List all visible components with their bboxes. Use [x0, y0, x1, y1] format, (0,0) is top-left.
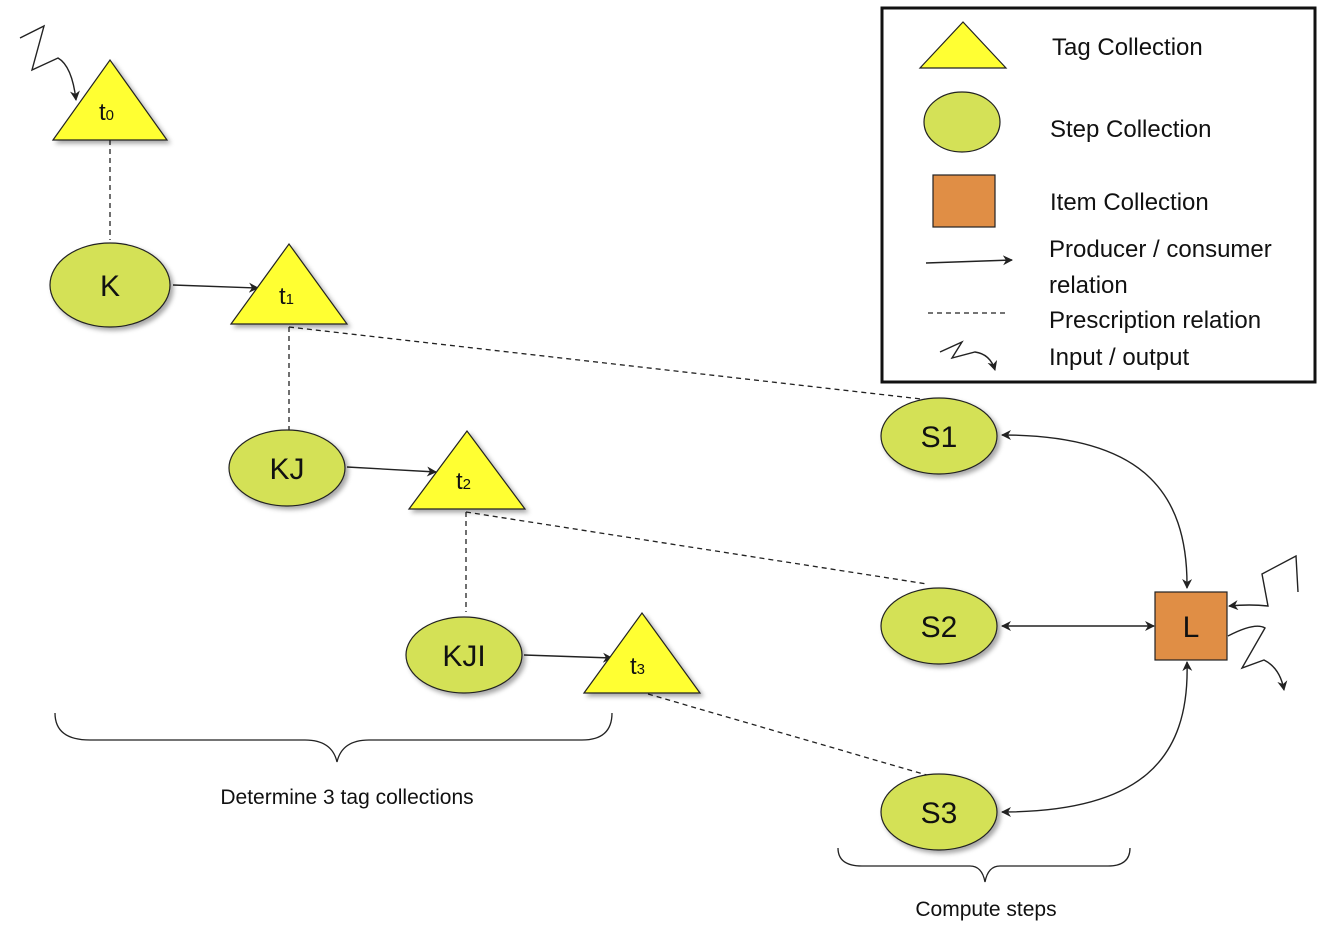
step-S2-ellipse	[880, 587, 998, 665]
tag-t2-triangle	[407, 429, 527, 510]
legend-tag-label: Tag Collection	[1052, 34, 1203, 61]
input-squiggle-t0	[19, 24, 80, 101]
brace-compute: Compute steps	[837, 847, 1131, 921]
step-K-ellipse	[49, 242, 171, 328]
tag-t3-triangle	[582, 611, 702, 694]
step-S3-ellipse	[880, 773, 998, 851]
brace-compute-shape	[837, 847, 1131, 883]
tag-t3: t3	[582, 611, 702, 694]
tag-t2: t2	[407, 429, 527, 510]
legend-item-label: Item Collection	[1050, 189, 1209, 216]
legend-step-ellipse	[923, 91, 1001, 153]
relation-S3-L	[1001, 661, 1193, 817]
step-KJI-label: KJI	[442, 640, 485, 673]
legend-producer-label-2: relation	[1049, 272, 1128, 299]
output-squiggle-L	[1227, 625, 1288, 691]
tag-t0-triangle	[51, 58, 169, 141]
legend-step-label: Step Collection	[1050, 116, 1211, 143]
step-KJ-label: KJ	[269, 453, 304, 486]
item-L: L	[1154, 591, 1228, 661]
item-L-label: L	[1183, 611, 1200, 644]
legend-io-label: Input / output	[1049, 344, 1189, 371]
step-S2: S2	[880, 587, 998, 665]
produce-K-t1	[172, 282, 259, 293]
step-KJI-ellipse	[405, 616, 523, 694]
step-KJ: KJ	[228, 429, 346, 507]
legend-producer-arrow	[925, 255, 1013, 266]
step-K-label: K	[100, 270, 120, 303]
prescription-t3-S3	[647, 693, 931, 777]
step-S3: S3	[880, 773, 998, 851]
tag-t2-label: t2	[456, 468, 471, 495]
legend-producer-label-1: Producer / consumer	[1049, 236, 1272, 263]
legend-item-square	[932, 174, 996, 228]
tag-t1-label: t1	[279, 283, 294, 310]
input-squiggle-L	[1228, 554, 1299, 611]
legend: Tag Collection Step Collection Item Coll…	[880, 6, 1317, 384]
step-KJ-ellipse	[228, 429, 346, 507]
step-S1: S1	[880, 397, 998, 475]
step-S2-label: S2	[921, 611, 958, 644]
tag-t1-triangle	[229, 242, 349, 325]
legend-io-squiggle-icon	[939, 340, 998, 371]
step-S1-ellipse	[880, 397, 998, 475]
relation-S1-L	[1001, 430, 1193, 589]
step-KJI: KJI	[405, 616, 523, 694]
step-S1-label: S1	[921, 421, 958, 454]
edges	[19, 24, 1299, 817]
tag-t1: t1	[229, 242, 349, 325]
produce-KJ-t2	[346, 466, 437, 477]
brace-determine: Determine 3 tag collections	[54, 712, 613, 809]
brace-determine-shape	[54, 712, 613, 763]
produce-KJI-t3	[523, 652, 613, 663]
brace-determine-label: Determine 3 tag collections	[220, 786, 473, 809]
tag-t3-label: t3	[630, 653, 645, 680]
prescription-t1-S1	[288, 326, 931, 401]
brace-compute-label: Compute steps	[915, 898, 1056, 921]
legend-prescription-label: Prescription relation	[1049, 307, 1261, 334]
item-L-square	[1154, 591, 1228, 661]
tag-t0: t0	[51, 58, 169, 141]
step-K: K	[49, 242, 171, 328]
prescription-t2-S2	[465, 511, 928, 585]
legend-tag-triangle	[918, 21, 1008, 69]
step-S3-label: S3	[921, 797, 958, 830]
tag-t0-label: t0	[99, 99, 114, 126]
